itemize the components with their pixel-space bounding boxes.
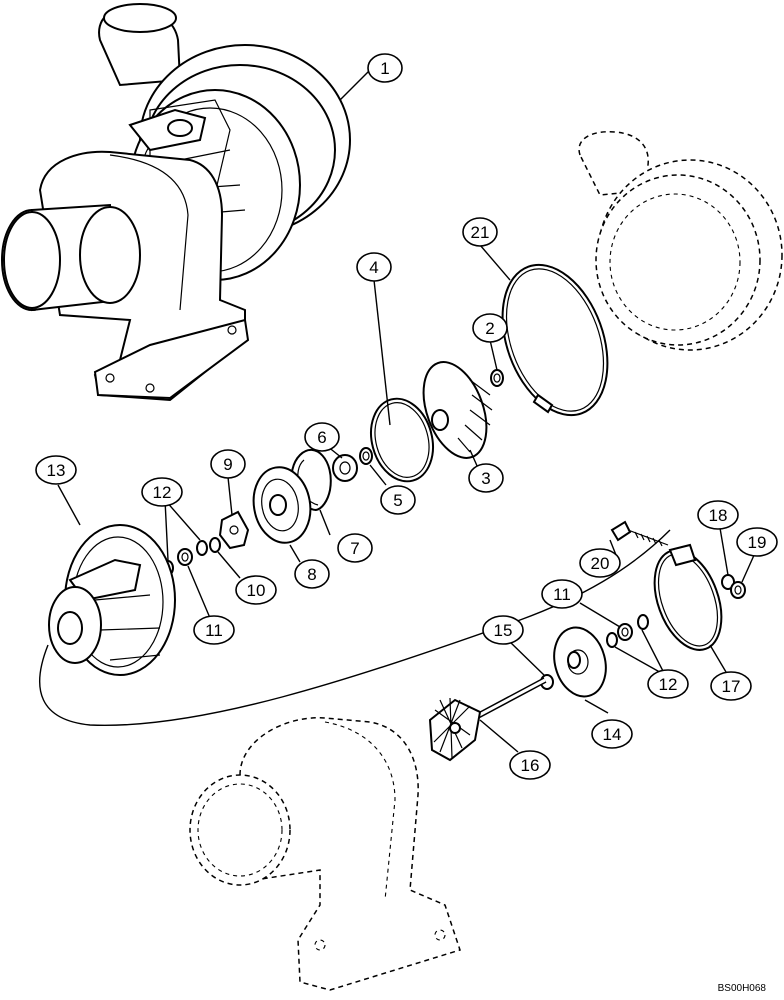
callout-10: 10	[235, 575, 277, 605]
nut-19	[730, 581, 746, 599]
callout-13: 13	[35, 455, 77, 485]
callout-21: 21	[462, 217, 498, 247]
callout-3-label: 3	[481, 469, 490, 488]
journal-bearing-right	[617, 623, 633, 641]
callout-8: 8	[294, 559, 330, 589]
callout-1: 1	[367, 53, 403, 83]
callout-10-label: 10	[247, 581, 266, 600]
callout-2-label: 2	[485, 319, 494, 338]
turbine-housing-dashed	[189, 717, 461, 991]
callout-2: 2	[472, 313, 508, 343]
callout-15-label: 15	[494, 621, 513, 640]
callout-15: 15	[482, 615, 524, 645]
callout-12-right-label: 12	[659, 675, 678, 694]
callout-19-label: 19	[748, 533, 767, 552]
callout-11-right-label: 11	[553, 585, 571, 604]
callout-11-left: 11	[193, 615, 235, 645]
turbine-wheel-shaft	[428, 677, 547, 762]
callout-16: 16	[509, 750, 551, 780]
nut-part	[490, 369, 504, 387]
callout-5-label: 5	[393, 491, 402, 510]
clamp-ring	[501, 263, 609, 417]
washer-10	[209, 537, 221, 553]
compressor-housing-dashed	[578, 131, 783, 351]
callout-8-label: 8	[307, 565, 316, 584]
callout-11-left-label: 11	[205, 621, 223, 640]
compressor-wheel	[422, 361, 493, 459]
callout-4-label: 4	[369, 258, 378, 277]
callout-20: 20	[579, 548, 621, 578]
journal-bearing-left	[177, 548, 193, 566]
figure-code: BS00H068	[717, 983, 766, 994]
callout-17: 17	[710, 671, 752, 701]
callout-7-label: 7	[350, 539, 359, 558]
callout-9: 9	[210, 449, 246, 479]
callout-14-label: 14	[603, 725, 622, 744]
callout-18: 18	[697, 500, 739, 530]
callout-12-left: 12	[141, 477, 183, 507]
callout-18-label: 18	[709, 506, 728, 525]
seal-insert	[252, 466, 312, 544]
callout-7: 7	[337, 533, 373, 563]
center-housing	[48, 524, 176, 676]
callout-5: 5	[380, 485, 416, 515]
small-ring-5	[359, 447, 373, 465]
callout-4: 4	[356, 252, 392, 282]
callout-13-label: 13	[47, 461, 66, 480]
callout-1-label: 1	[380, 59, 389, 78]
callout-12-right: 12	[647, 669, 689, 699]
turbine-clamp	[653, 543, 723, 651]
o-ring	[370, 397, 434, 483]
clamp-bolt	[610, 520, 669, 547]
callout-17-label: 17	[722, 677, 741, 696]
leader-lines	[57, 69, 756, 753]
callout-21-label: 21	[471, 223, 490, 242]
callout-6-label: 6	[317, 428, 326, 447]
retaining-rings-right	[606, 614, 649, 648]
callout-19: 19	[736, 527, 778, 557]
thrust-bearing	[218, 510, 250, 550]
callout-9-label: 9	[223, 455, 232, 474]
callout-20-label: 20	[591, 554, 610, 573]
assembly-path-line	[39, 529, 671, 727]
turbocharger-assembly	[1, 3, 351, 402]
callout-11-right: 11	[541, 579, 583, 609]
callout-6: 6	[304, 422, 340, 452]
callout-12-left-label: 12	[153, 483, 172, 502]
callout-16-label: 16	[521, 756, 540, 775]
callout-3: 3	[468, 463, 504, 493]
heat-shield	[553, 626, 607, 698]
thrust-collar	[332, 454, 358, 482]
callout-14: 14	[591, 719, 633, 749]
